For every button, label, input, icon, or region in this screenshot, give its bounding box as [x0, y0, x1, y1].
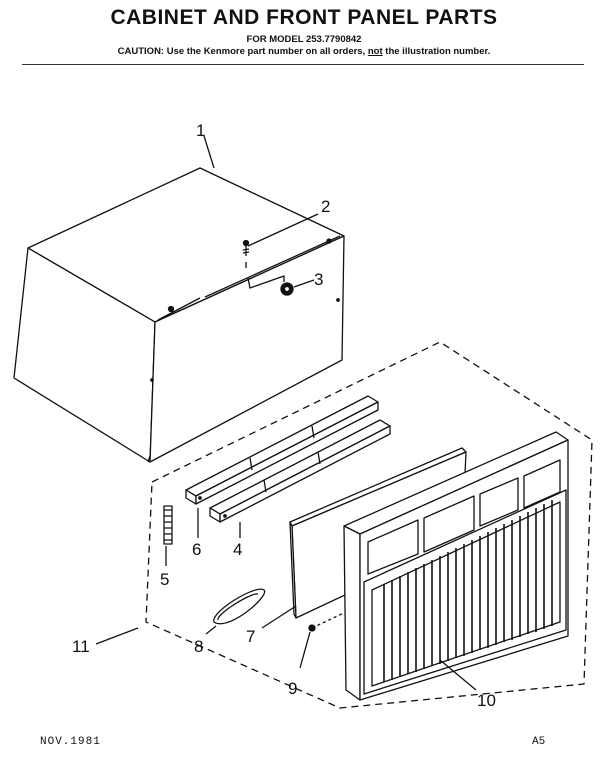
leader-11 [95, 627, 139, 645]
footer-date: NOV.1981 [40, 736, 101, 748]
clip-part-3 [280, 279, 315, 296]
callout-8: 8 [194, 637, 203, 656]
page-title: CABINET AND FRONT PANEL PARTS [110, 6, 498, 29]
callout-1: 1 [196, 121, 205, 140]
callout-2: 2 [321, 197, 330, 216]
header-rule [22, 64, 584, 65]
model-subtitle: FOR MODEL 253.7790842 [246, 34, 362, 45]
caution-text: CAUTION: Use the Kenmore part number on … [117, 46, 368, 57]
screw-part-2 [242, 213, 319, 289]
callout-7: 7 [246, 627, 255, 646]
rails-part-4-6 [185, 395, 391, 538]
caution-not: not [367, 46, 383, 57]
callout-6: 6 [192, 540, 201, 559]
caution-note: CAUTION: Use the Kenmore part number on … [0, 46, 608, 57]
caution-text-end: the illustration number. [382, 46, 491, 57]
clip-part-5 [163, 505, 173, 566]
callout-11: 11 [72, 637, 90, 656]
callout-5: 5 [160, 570, 169, 589]
callout-4: 4 [233, 540, 242, 559]
callout-3: 3 [314, 270, 323, 289]
callout-9: 9 [288, 679, 297, 698]
footer-page-number: A5 [532, 736, 546, 748]
callout-10: 10 [477, 691, 496, 710]
leader-1 [203, 135, 215, 169]
kit-outline-part-11 [145, 341, 593, 709]
cabinet-part-1 [13, 167, 345, 463]
handle-part-8 [205, 588, 266, 635]
front-panel-part-10 [343, 431, 569, 701]
